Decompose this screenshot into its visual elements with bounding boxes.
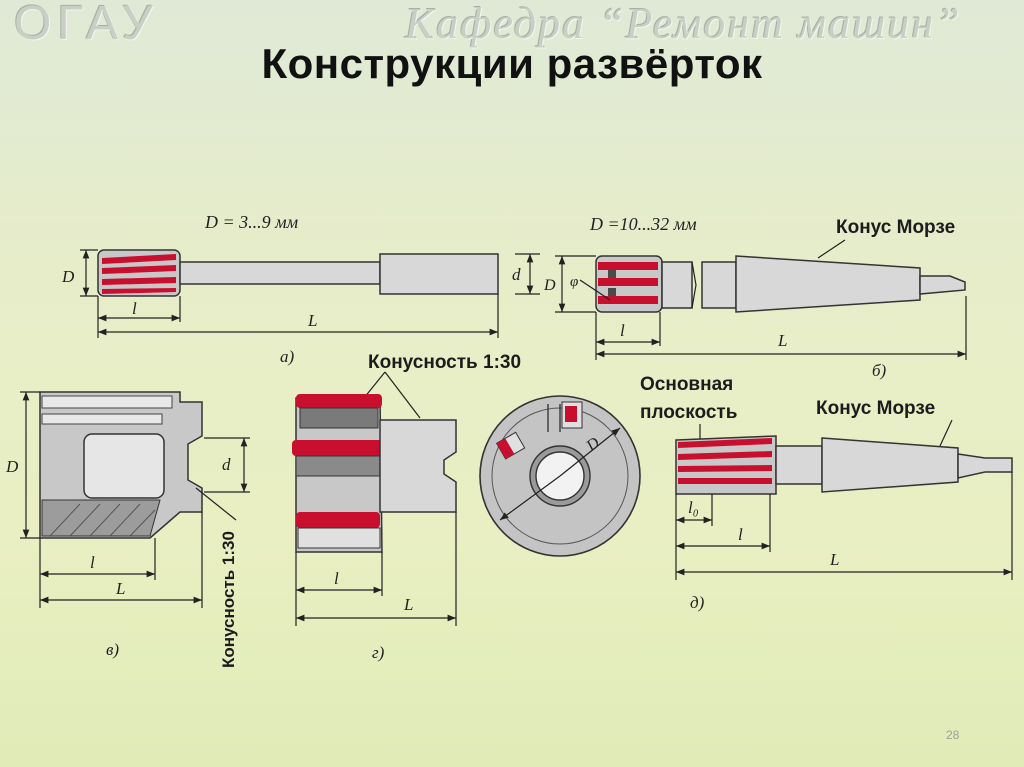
d-morse-taper xyxy=(821,437,959,493)
d-l-letter: l xyxy=(738,525,743,544)
watermark-right: Кафедра “Ремонт машин” xyxy=(405,0,962,48)
figure-g-shell-reamer-insert-blades: Конусность 1:30 l L г) xyxy=(292,352,521,662)
v-L-letter: L xyxy=(115,579,125,598)
d-L-letter: L xyxy=(829,550,839,569)
label-d-morse-cone: Конус Морзе xyxy=(816,398,935,419)
a-caption: а) xyxy=(280,347,295,366)
d-caption: д) xyxy=(690,593,705,612)
label-b-morse-cone: Конус Морзе xyxy=(836,217,955,238)
b-phi-letter: φ xyxy=(570,274,578,290)
v-bore xyxy=(83,433,165,499)
a-l-letter: l xyxy=(132,299,137,318)
v-l-letter: l xyxy=(90,553,95,572)
b-D-letter: D xyxy=(543,277,556,294)
b-neck xyxy=(701,261,737,309)
figure-v-shell-reamer-section: D d l L в) Конусность 1:30 xyxy=(5,391,250,668)
figure-d-taper-reamer: Основная плоскость Конус Морзе l₀ l L д) xyxy=(640,374,1013,612)
g-hub xyxy=(379,419,457,513)
figure-b-machine-reamer-morse: D =10...32 мм Конус Морзе D φ l L б) xyxy=(543,214,967,380)
label-b-diameter: D =10...32 мм xyxy=(589,214,697,234)
page-number: 28 xyxy=(946,728,960,742)
label-main-plane-line2: плоскость xyxy=(640,402,737,423)
d-l0-letter: l₀ xyxy=(688,498,699,517)
label-main-plane-line1: Основная xyxy=(640,374,733,395)
g-L-letter: L xyxy=(403,595,413,614)
figure-a-machine-reamer: D = 3...9 мм D d l L а) xyxy=(61,212,540,366)
a-d-letter: d xyxy=(512,265,521,284)
b-caption: б) xyxy=(872,361,887,380)
b-L-letter: L xyxy=(777,331,787,350)
page-title: Конструкции развёрток xyxy=(261,40,763,87)
v-caption: в) xyxy=(106,640,119,659)
watermark-left: ОГАУ xyxy=(14,0,159,50)
label-g-taper: Конусность 1:30 xyxy=(368,352,521,373)
g-l-letter: l xyxy=(334,569,339,588)
v-D-letter: D xyxy=(5,457,19,476)
b-l-letter: l xyxy=(620,321,625,340)
a-L-letter: L xyxy=(307,311,317,330)
b-morse-taper xyxy=(735,255,921,313)
figure-g-end-view: D xyxy=(479,395,641,557)
a-shank xyxy=(379,253,499,295)
g-caption: г) xyxy=(372,643,385,662)
label-v-taper: Конусность 1:30 xyxy=(219,531,238,668)
a-D-letter: D xyxy=(61,267,75,286)
label-a-diameter: D = 3...9 мм xyxy=(204,212,299,232)
v-d-letter: d xyxy=(222,455,231,474)
a-neck xyxy=(179,261,381,285)
